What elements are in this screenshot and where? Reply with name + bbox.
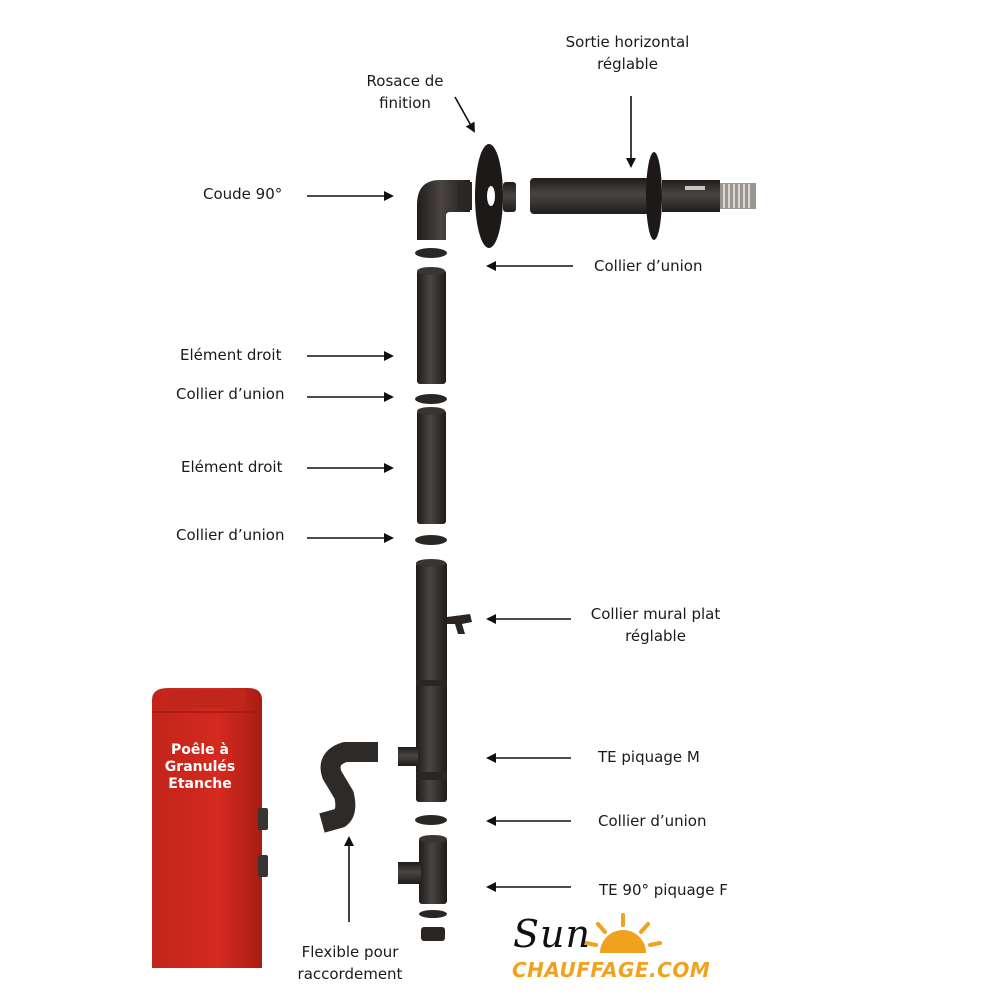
label-collier-mural-plat: Collier mural plat réglable (590, 605, 721, 645)
sortie-horizontal-pipe (530, 152, 756, 240)
label-element-droit-2: Elément droit (181, 458, 283, 476)
label-sortie-horizontal: Sortie horizontal réglable (565, 33, 690, 73)
label-collier-union-2: Collier d’union (176, 526, 285, 544)
collier-union-top (415, 248, 447, 258)
label-collier-union-1: Collier d’union (176, 385, 285, 403)
te-piquage-m (398, 559, 447, 802)
flexible-raccordement (319, 742, 378, 833)
coude-90-elbow (417, 180, 472, 240)
label-te-90-piquage-f: TE 90° piquage F (599, 881, 728, 899)
stove-poele-granules (152, 688, 268, 968)
collier-union-1 (415, 394, 447, 404)
label-element-droit-1: Elément droit (180, 346, 282, 364)
arrow-rosace (454, 96, 475, 133)
collier-union-horizontal (503, 182, 516, 212)
collier-union-bottom (415, 815, 447, 825)
element-droit-1 (417, 267, 446, 384)
logo-sun-text: Sun (513, 912, 591, 956)
label-rosace-de-finition: Rosace de finition (366, 72, 444, 112)
stove-label: Poêle à Granulés Etanche (164, 742, 236, 792)
sun-logo-icon (584, 913, 662, 953)
collier-union-2 (415, 535, 447, 545)
te-90-piquage-f (398, 835, 447, 941)
label-coude-90: Coude 90° (203, 185, 283, 203)
arrows (307, 96, 636, 922)
rosace-de-finition (475, 144, 503, 248)
label-flexible-raccordement: Flexible pour raccordement (297, 943, 403, 983)
label-collier-union-top: Collier d’union (594, 257, 703, 275)
element-droit-2 (417, 407, 446, 524)
label-te-piquage-m: TE piquage M (598, 748, 700, 766)
collier-mural-plat (447, 614, 472, 634)
label-collier-union-bottom: Collier d’union (598, 812, 707, 830)
logo-chauffage-text: CHAUFFAGE.COM (512, 958, 711, 982)
